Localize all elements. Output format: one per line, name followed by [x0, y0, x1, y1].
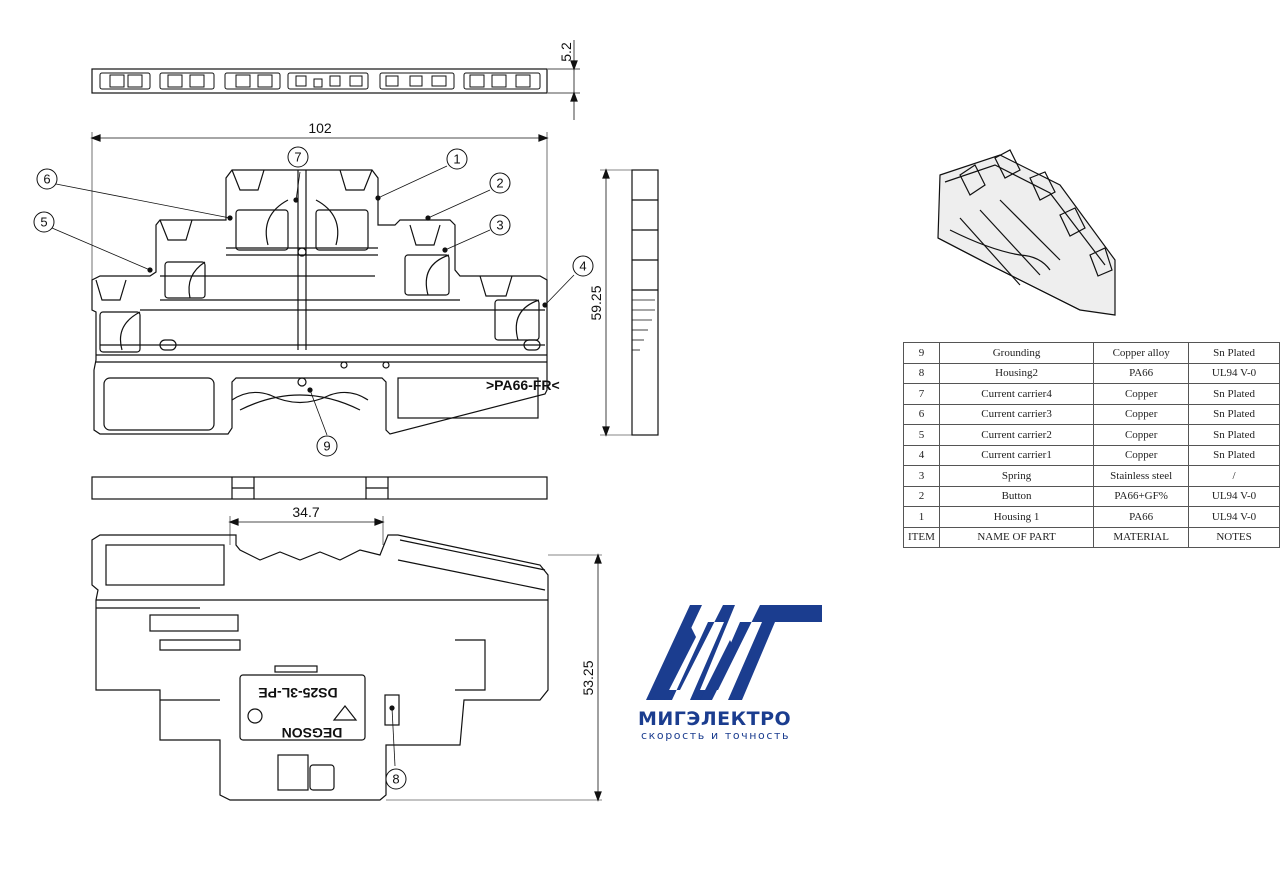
- bom-notes: UL94 V-0: [1188, 485, 1280, 507]
- bom-material: Copper: [1093, 444, 1190, 466]
- bom-item: 6: [903, 403, 940, 425]
- bom-material: Copper: [1093, 403, 1190, 425]
- front-view: >PA66-FR<: [90, 132, 560, 435]
- bom-name: Grounding: [938, 342, 1095, 364]
- plan-view-strip: [91, 476, 548, 500]
- bom-notes: UL94 V-0: [1188, 362, 1280, 384]
- dim-width: 102: [308, 120, 332, 136]
- dim-offset: 34.7: [292, 504, 319, 520]
- bom-name: Spring: [938, 465, 1095, 487]
- migelectro-logo-mark: [646, 605, 822, 700]
- balloon-3: 3: [496, 218, 503, 233]
- balloon-1: 1: [453, 152, 460, 167]
- bom-notes: UL94 V-0: [1188, 506, 1280, 528]
- bom-item: 2: [903, 485, 940, 507]
- bom-item: 8: [903, 362, 940, 384]
- balloon-7: 7: [294, 150, 301, 165]
- bom-item: 7: [903, 383, 940, 405]
- balloon-9: 9: [323, 439, 330, 454]
- housing-label-line2: DEGSON: [282, 725, 343, 741]
- bom-item: 3: [903, 465, 940, 487]
- bom-name: Housing2: [938, 362, 1095, 384]
- housing-marking: >PA66-FR<: [486, 377, 560, 393]
- dim-bottom-height: 53.25: [580, 660, 596, 695]
- bottom-view: DS25-3L-PE DEGSON: [91, 516, 602, 802]
- bom-material: Copper alloy: [1093, 342, 1190, 364]
- dim-side-height: 59.25: [588, 285, 604, 320]
- bom-notes: Sn Plated: [1188, 424, 1280, 446]
- top-view: [91, 40, 580, 120]
- isometric-view: [937, 149, 1116, 316]
- logo-tagline: скорость и точность: [641, 729, 791, 742]
- side-view: [600, 168, 659, 437]
- bom-notes: Sn Plated: [1188, 342, 1280, 364]
- bom-notes: Sn Plated: [1188, 383, 1280, 405]
- bom-notes: Sn Plated: [1188, 403, 1280, 425]
- bom-material: Copper: [1093, 424, 1190, 446]
- bom-item: 4: [903, 444, 940, 466]
- bom-material: Stainless steel: [1093, 465, 1190, 487]
- bom-material: MATERIAL: [1093, 526, 1190, 548]
- bom-name: Current carrier4: [938, 383, 1095, 405]
- bom-material: PA66+GF%: [1093, 485, 1190, 507]
- bom-item: 1: [903, 506, 940, 528]
- dim-top-height: 5.2: [558, 42, 574, 62]
- bom-name: NAME OF PART: [938, 526, 1095, 548]
- bom-notes: NOTES: [1188, 526, 1280, 548]
- bom-notes: /: [1188, 465, 1280, 487]
- bom-name: Current carrier3: [938, 403, 1095, 425]
- balloon-5: 5: [40, 215, 47, 230]
- logo-name: МИГЭЛЕКТРО: [638, 708, 792, 730]
- balloon-2: 2: [496, 176, 503, 191]
- balloon-8: 8: [392, 772, 399, 787]
- bom-item: 5: [903, 424, 940, 446]
- leader-lines: [51, 165, 575, 767]
- balloon-6: 6: [43, 172, 50, 187]
- bom-item: ITEM: [903, 526, 940, 548]
- housing-label-line1: DS25-3L-PE: [258, 685, 337, 701]
- bom-name: Button: [938, 485, 1095, 507]
- bom-name: Current carrier2: [938, 424, 1095, 446]
- balloon-4: 4: [579, 259, 586, 274]
- bom-material: PA66: [1093, 362, 1190, 384]
- bom-material: PA66: [1093, 506, 1190, 528]
- bom-name: Housing 1: [938, 506, 1095, 528]
- bom-name: Current carrier1: [938, 444, 1095, 466]
- bom-material: Copper: [1093, 383, 1190, 405]
- bom-notes: Sn Plated: [1188, 444, 1280, 466]
- balloons: [33, 146, 594, 790]
- bom-item: 9: [903, 342, 940, 364]
